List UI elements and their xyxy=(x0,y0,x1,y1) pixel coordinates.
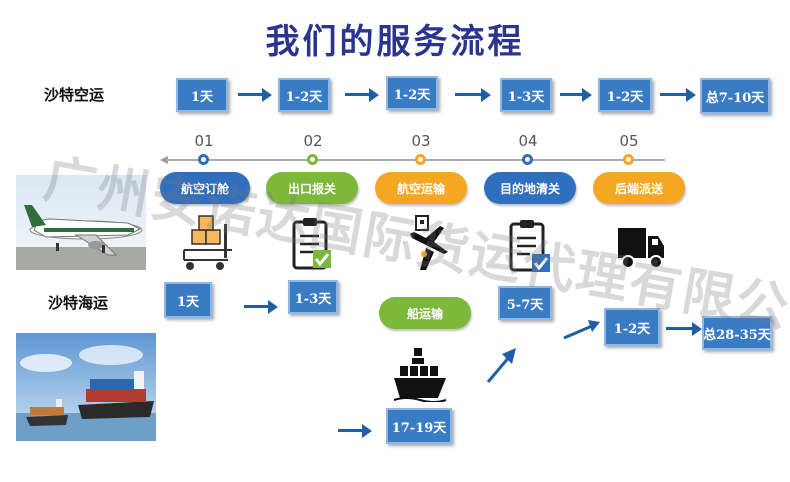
sea-arrow-4 xyxy=(562,318,602,342)
air-total: 总7-10天 xyxy=(700,78,770,114)
airplane-photo xyxy=(16,175,146,270)
step-dot-4 xyxy=(522,154,533,165)
air-freight-label: 沙特空运 xyxy=(44,84,104,105)
air-arrow-4 xyxy=(560,88,592,102)
step-pill-1: 航空订舱 xyxy=(160,172,250,204)
air-duration-5: 1-2天 xyxy=(598,78,652,112)
step-number-3: 03 xyxy=(401,132,441,150)
airplane-icon xyxy=(404,214,452,276)
cargo-ship-photo xyxy=(16,333,156,441)
sea-total: 总28-35天 xyxy=(702,316,772,350)
step-pill-4: 目的地清关 xyxy=(484,172,576,204)
step-number-4: 04 xyxy=(508,132,548,150)
sea-freight-label: 沙特海运 xyxy=(48,292,108,313)
step-dot-1 xyxy=(198,154,209,165)
clipboard-icon xyxy=(291,216,333,272)
air-arrow-3 xyxy=(455,88,491,102)
cargo-ship-icon xyxy=(392,344,448,402)
page-title: 我们的服务流程 xyxy=(0,14,790,63)
step-dot-3 xyxy=(415,154,426,165)
step-dot-2 xyxy=(307,154,318,165)
air-arrow-5 xyxy=(660,88,696,102)
checklist-icon xyxy=(508,218,552,274)
air-arrow-2 xyxy=(345,88,379,102)
step-number-2: 02 xyxy=(293,132,333,150)
air-duration-1: 1天 xyxy=(176,78,228,112)
air-duration-4: 1-3天 xyxy=(500,78,552,112)
step-pill-3: 航空运输 xyxy=(375,172,467,204)
air-duration-2: 1-2天 xyxy=(278,78,330,112)
sea-duration-1: 1天 xyxy=(164,282,212,318)
sea-duration-2: 1-3天 xyxy=(288,280,338,314)
truck-icon xyxy=(616,222,666,272)
step-dot-5 xyxy=(623,154,634,165)
sea-duration-5: 1-2天 xyxy=(604,308,660,346)
sea-arrow-5 xyxy=(666,322,702,336)
ship-transport-pill: 船运输 xyxy=(379,297,471,329)
sea-duration-4: 5-7天 xyxy=(498,286,552,320)
warehouse-cart-icon xyxy=(176,214,238,272)
step-number-5: 05 xyxy=(609,132,649,150)
sea-arrow-1 xyxy=(244,300,278,314)
step-number-1: 01 xyxy=(184,132,224,150)
air-arrow-1 xyxy=(238,88,272,102)
sea-duration-3: 17-19天 xyxy=(386,408,452,444)
sea-arrow-3 xyxy=(484,346,520,386)
sea-arrow-2 xyxy=(338,424,372,438)
step-pill-2: 出口报关 xyxy=(266,172,358,204)
air-duration-3: 1-2天 xyxy=(386,76,438,110)
step-pill-5: 后端派送 xyxy=(593,172,685,204)
